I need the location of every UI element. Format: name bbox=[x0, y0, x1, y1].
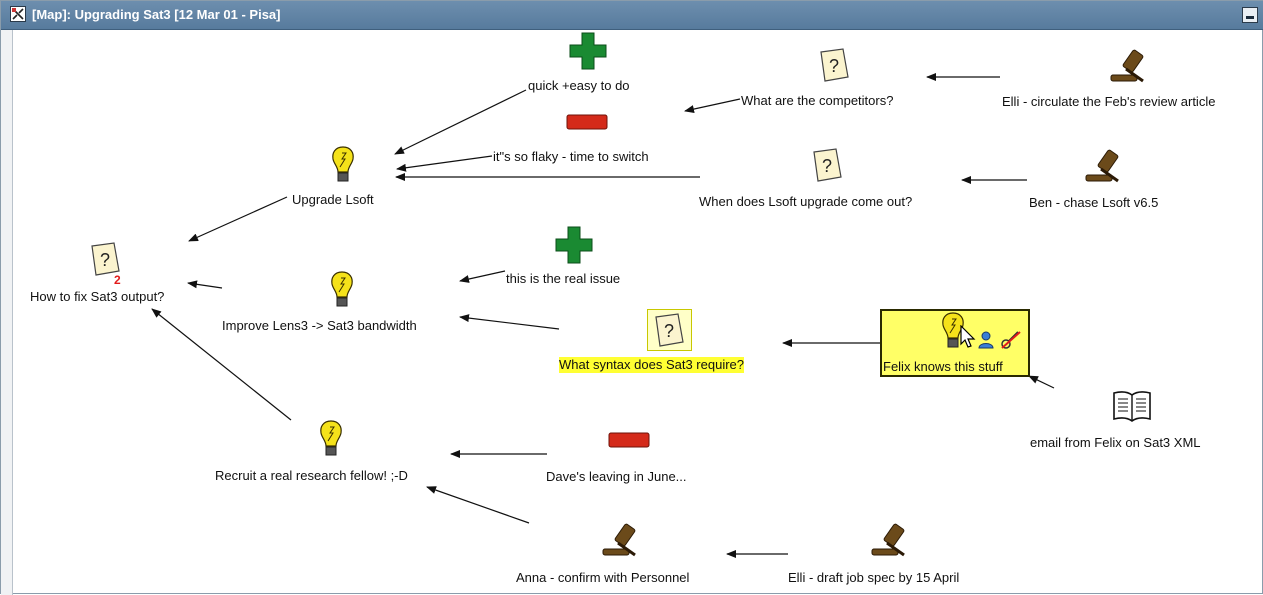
gavel-decision-icon bbox=[1085, 149, 1119, 183]
link-flaky-to-upgrade bbox=[396, 155, 493, 172]
pro-plus-icon bbox=[555, 226, 593, 264]
question-icon: ? bbox=[820, 48, 849, 82]
title-bar[interactable]: [Map]: Upgrading Sat3 [12 Mar 01 - Pisa] bbox=[1, 1, 1263, 30]
question-icon: ? bbox=[91, 242, 120, 276]
node-label: What syntax does Sat3 require? bbox=[559, 357, 744, 373]
node-label: quick +easy to do bbox=[528, 78, 630, 93]
node-label: this is the real issue bbox=[506, 271, 621, 286]
delete-link-icon[interactable] bbox=[1000, 330, 1022, 350]
node-label: When does Lsoft upgrade come out? bbox=[699, 194, 913, 209]
gavel-decision-icon bbox=[602, 523, 636, 557]
gavel-decision-icon bbox=[871, 523, 905, 557]
lightbulb-idea-icon bbox=[942, 312, 964, 348]
link-upgrade-to-fix bbox=[188, 196, 288, 242]
link-quick-to-upgrade bbox=[394, 89, 527, 155]
link-anna-to-recruit bbox=[426, 486, 530, 524]
lightbulb-idea-icon bbox=[320, 420, 342, 456]
svg-text:?: ? bbox=[822, 156, 832, 176]
node-label: What are the competitors? bbox=[741, 93, 894, 108]
link-arrows bbox=[151, 73, 1055, 558]
question-icon: ? bbox=[813, 148, 842, 182]
node-label: How to fix Sat3 output? bbox=[30, 289, 165, 304]
question-icon: ? bbox=[655, 313, 684, 347]
node-label: Ben - chase Lsoft v6.5 bbox=[1029, 195, 1159, 210]
book-reference-icon bbox=[1113, 391, 1151, 422]
link-syntax-to-improve bbox=[459, 314, 560, 330]
svg-text:?: ? bbox=[664, 321, 674, 341]
left-panel-edge bbox=[1, 30, 13, 595]
con-minus-icon bbox=[566, 114, 608, 130]
link-recruit-to-fix bbox=[151, 308, 292, 421]
con-minus-icon bbox=[608, 432, 650, 448]
lightbulb-idea-icon bbox=[332, 146, 354, 182]
window-title: [Map]: Upgrading Sat3 [12 Mar 01 - Pisa] bbox=[32, 7, 281, 22]
node-label: Recruit a real research fellow! ;-D bbox=[215, 468, 408, 483]
node-label: Improve Lens3 -> Sat3 bandwidth bbox=[222, 318, 417, 333]
node-label: Felix knows this stuff bbox=[883, 359, 1003, 374]
node-label: email from Felix on Sat3 XML bbox=[1030, 435, 1201, 450]
node-label: Anna - confirm with Personnel bbox=[516, 570, 690, 585]
mouse-pointer-icon bbox=[960, 325, 976, 348]
map-canvas[interactable]: quick +easy to do it"s so flaky - time t… bbox=[12, 29, 1262, 594]
node-label: Elli - circulate the Feb's review articl… bbox=[1002, 94, 1216, 109]
minimize-button[interactable] bbox=[1242, 7, 1258, 23]
gavel-decision-icon bbox=[1110, 49, 1144, 83]
node-label: Elli - draft job spec by 15 April bbox=[788, 570, 960, 585]
svg-text:?: ? bbox=[100, 250, 110, 270]
lightbulb-idea-icon bbox=[331, 271, 353, 307]
link-email-to-felix bbox=[1028, 375, 1055, 389]
link-issue-to-improve bbox=[459, 270, 506, 283]
link-competitors-to-flaky bbox=[684, 98, 741, 113]
user-icon[interactable] bbox=[977, 331, 995, 349]
child-count-badge: 2 bbox=[114, 273, 121, 287]
node-label: Upgrade Lsoft bbox=[292, 192, 374, 207]
node-label: Dave's leaving in June... bbox=[546, 469, 687, 484]
node-label: it"s so flaky - time to switch bbox=[493, 149, 649, 164]
pro-plus-icon bbox=[569, 32, 607, 70]
link-improve-to-fix bbox=[187, 280, 223, 289]
map-window-icon[interactable] bbox=[10, 6, 26, 22]
svg-text:?: ? bbox=[829, 56, 839, 76]
